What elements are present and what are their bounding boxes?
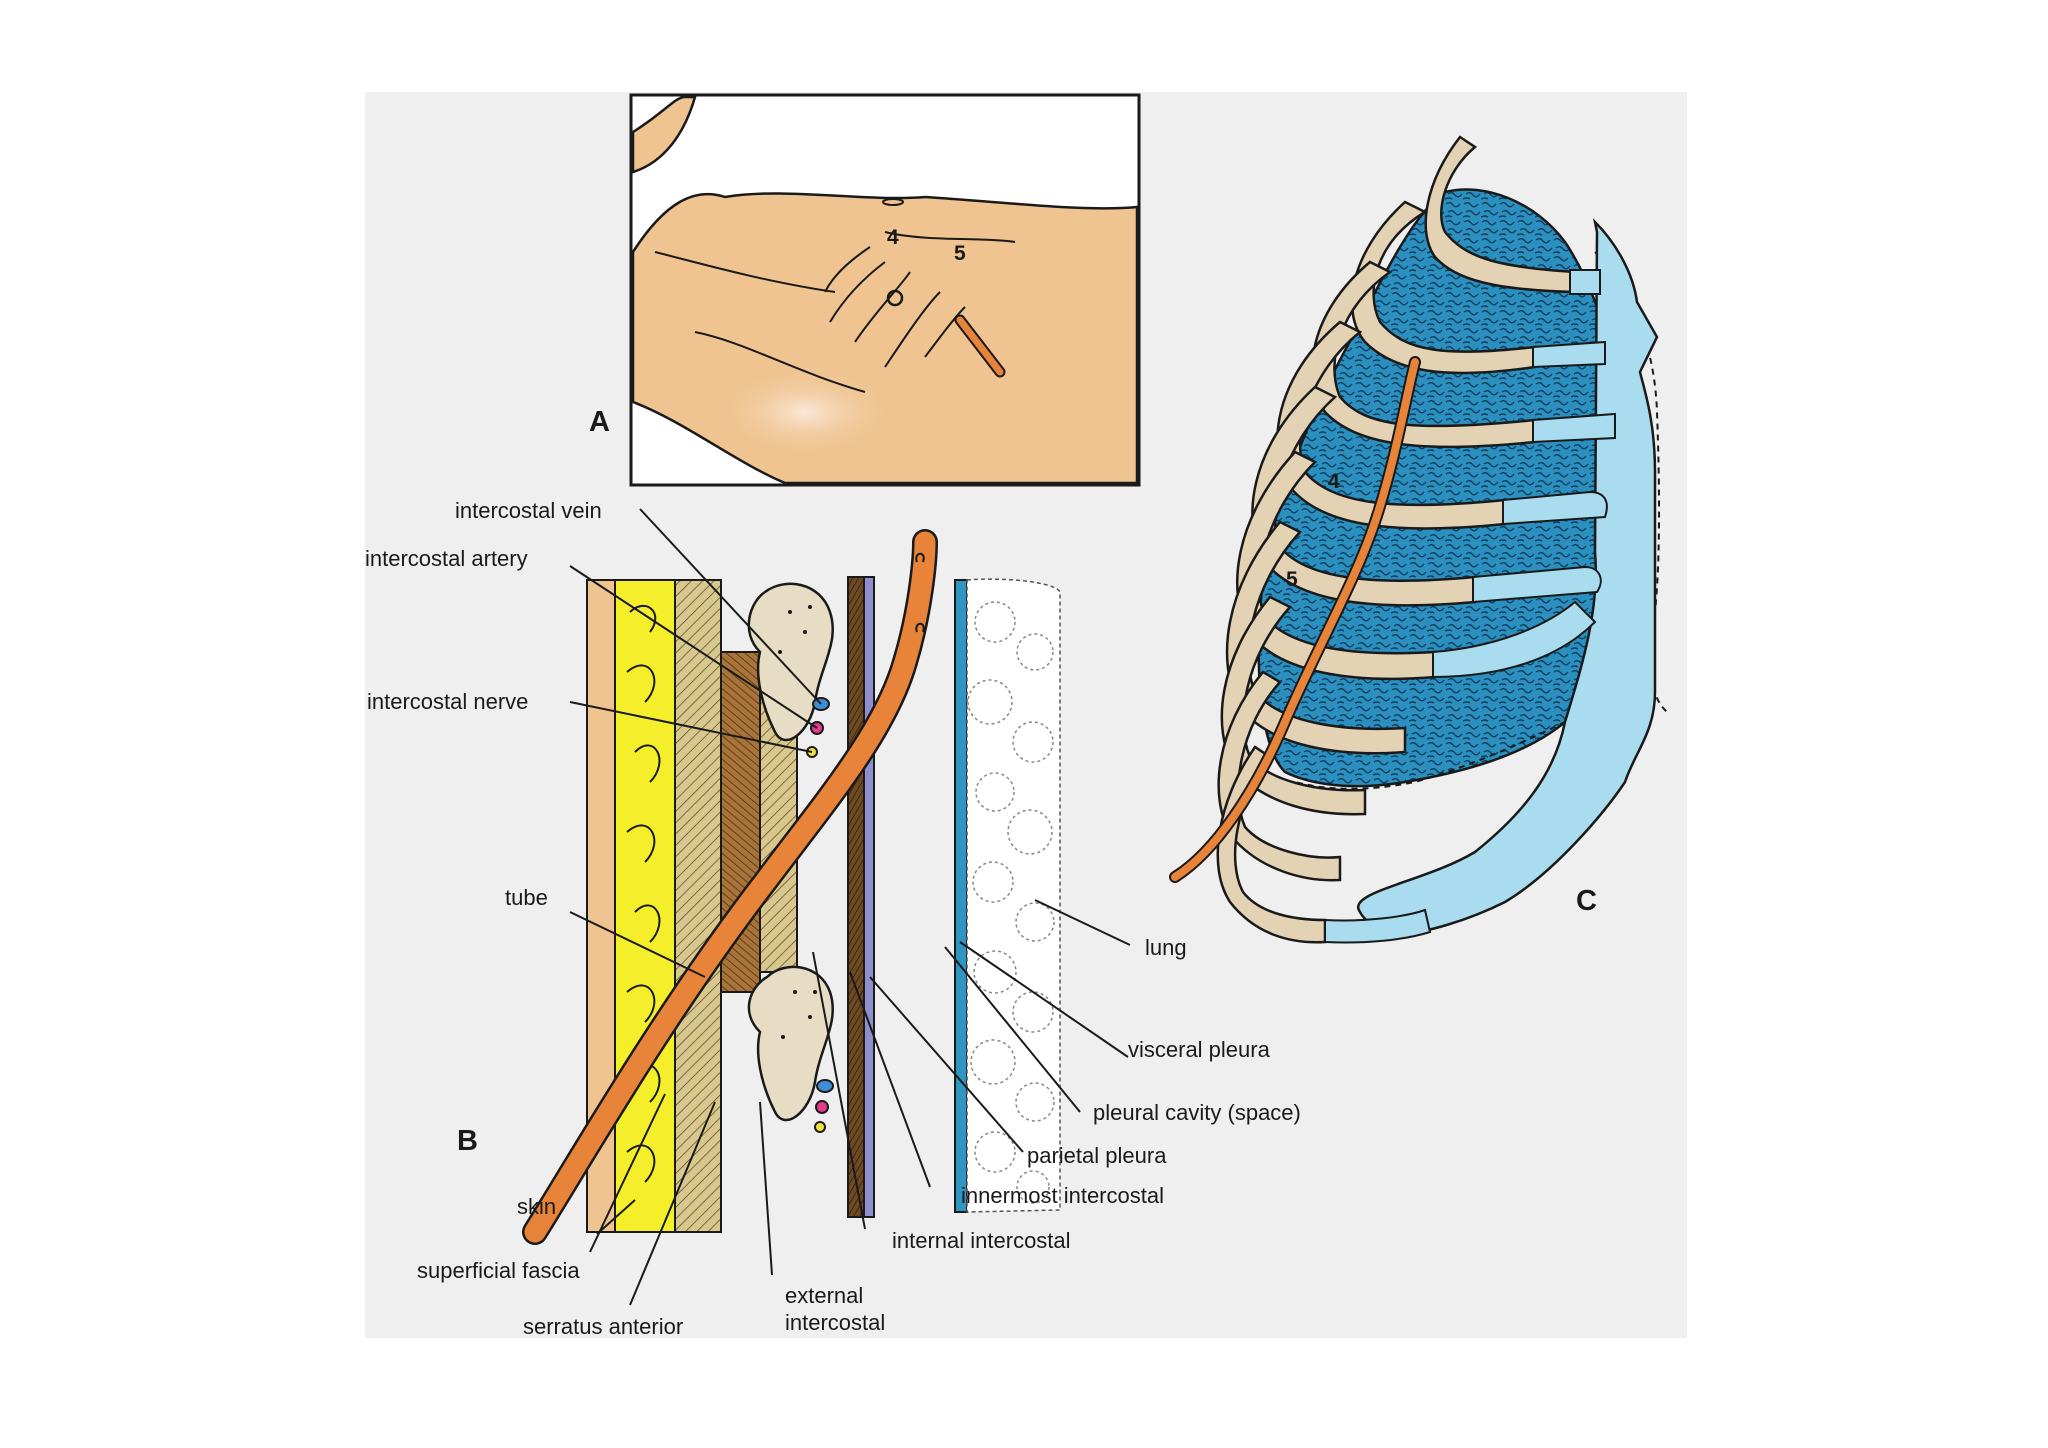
skin-highlight (715, 367, 895, 457)
panel-b-cross-section: intercostal vein intercostal artery inte… (365, 498, 1301, 1338)
parietal-pleura-layer (863, 576, 875, 1218)
label-external-intercostal-line1: external (785, 1283, 863, 1308)
lower-intercostal-vein-vessel (816, 1079, 834, 1093)
breast-fold-line (884, 231, 1016, 243)
panel-b-labels: intercostal vein intercostal artery inte… (365, 498, 1301, 1338)
leader-intercostal-artery (569, 565, 818, 729)
chest-tube (524, 531, 936, 1243)
leader-lines (569, 508, 1131, 1306)
incision-site-marker (886, 289, 904, 307)
cartilage-4 (1502, 490, 1608, 526)
rib-5-cross-section (747, 965, 835, 1122)
axilla-fold-line (654, 251, 836, 293)
label-visceral-pleura: visceral pleura (1128, 1037, 1271, 1062)
rib-line-5 (924, 306, 966, 358)
leader-superficial-fascia (589, 1093, 666, 1253)
ribs (1216, 135, 1616, 944)
tube-panel-a (956, 316, 1004, 376)
panel-c-thoracic-cage: 4 5 C (1169, 135, 1668, 944)
label-lung: lung (1145, 935, 1187, 960)
label-intercostal-vein: intercostal vein (455, 498, 602, 523)
leader-intercostal-nerve (569, 701, 813, 753)
rib-4-cross-section (747, 582, 835, 742)
label-parietal-pleura: parietal pleura (1027, 1143, 1167, 1168)
label-tube: tube (505, 885, 548, 910)
leader-external-intercostal (759, 1101, 773, 1276)
leader-parietal-pleura (869, 976, 1024, 1153)
innermost-intercostal-muscle (847, 576, 865, 1218)
label-skin: skin (517, 1194, 556, 1219)
leader-innermost-intercostal (849, 971, 931, 1188)
costal-cartilage-sternum (1356, 218, 1659, 936)
nipple-mark (882, 198, 904, 206)
cartilage-2 (1532, 340, 1606, 369)
bone-speckles (778, 605, 817, 1039)
lung-tissue (966, 578, 1061, 1213)
tube-side-hole-2 (915, 622, 925, 633)
leader-tube (569, 911, 706, 978)
panel-a-axilla-view: 4 5 A (589, 93, 1141, 487)
panel-label-a: A (589, 406, 610, 438)
label-superficial-fascia: superficial fascia (417, 1258, 580, 1283)
label-pleural-cavity: pleural cavity (space) (1093, 1100, 1301, 1125)
cartilage-1 (1569, 269, 1601, 295)
figure-canvas: 4 5 A (365, 93, 1668, 1338)
cartilage-10 (1324, 908, 1432, 944)
rib-line-3 (854, 271, 911, 343)
label-intercostal-nerve: intercostal nerve (367, 689, 528, 714)
label-internal-intercostal: internal intercostal (892, 1228, 1071, 1253)
leader-lung (1034, 899, 1131, 946)
rib-line-2 (829, 261, 886, 323)
fat-lobules (626, 605, 661, 1183)
label-innermost-intercostal: innermost intercostal (961, 1183, 1164, 1208)
tube-side-hole-1 (915, 552, 925, 563)
cartilage-5 (1472, 565, 1602, 604)
serratus-anterior-layer (674, 579, 722, 1233)
cartilage-3 (1532, 412, 1616, 444)
leader-pleural-cavity (944, 946, 1081, 1113)
rib-number-5-panel-a: 5 (954, 242, 966, 265)
leader-intercostal-vein (639, 508, 822, 705)
panel-label-b: B (457, 1125, 478, 1157)
lower-intercostal-nerve-fiber (814, 1121, 826, 1133)
rib-line-1 (824, 246, 871, 293)
leader-visceral-pleura (959, 941, 1129, 1058)
skin-lateral-chest (631, 192, 1139, 485)
rib-number-4-panel-c: 4 (1328, 470, 1340, 493)
alveoli (967, 601, 1055, 1204)
chest-tube-insertion-figure: 4 5 A (365, 92, 1687, 1338)
cartilage-6 (1432, 600, 1597, 679)
tube-panel-c (1171, 358, 1419, 881)
visceral-pleura-layer (954, 579, 968, 1213)
rib-line-4 (884, 291, 941, 368)
leader-serratus-anterior (629, 1101, 716, 1306)
leader-internal-intercostal (812, 951, 866, 1230)
rib-number-5-panel-c: 5 (1286, 568, 1298, 591)
chest-contour-line (694, 331, 866, 393)
label-intercostal-artery: intercostal artery (365, 546, 528, 571)
label-serratus-anterior: serratus anterior (523, 1314, 683, 1338)
skin-shoulder (631, 95, 697, 174)
label-external-intercostal-line2: intercostal (785, 1310, 885, 1335)
panel-label-c: C (1576, 885, 1597, 917)
rib-number-4-panel-a: 4 (887, 226, 899, 249)
leader-skin (596, 1199, 636, 1235)
lower-intercostal-artery-vessel (815, 1100, 829, 1114)
